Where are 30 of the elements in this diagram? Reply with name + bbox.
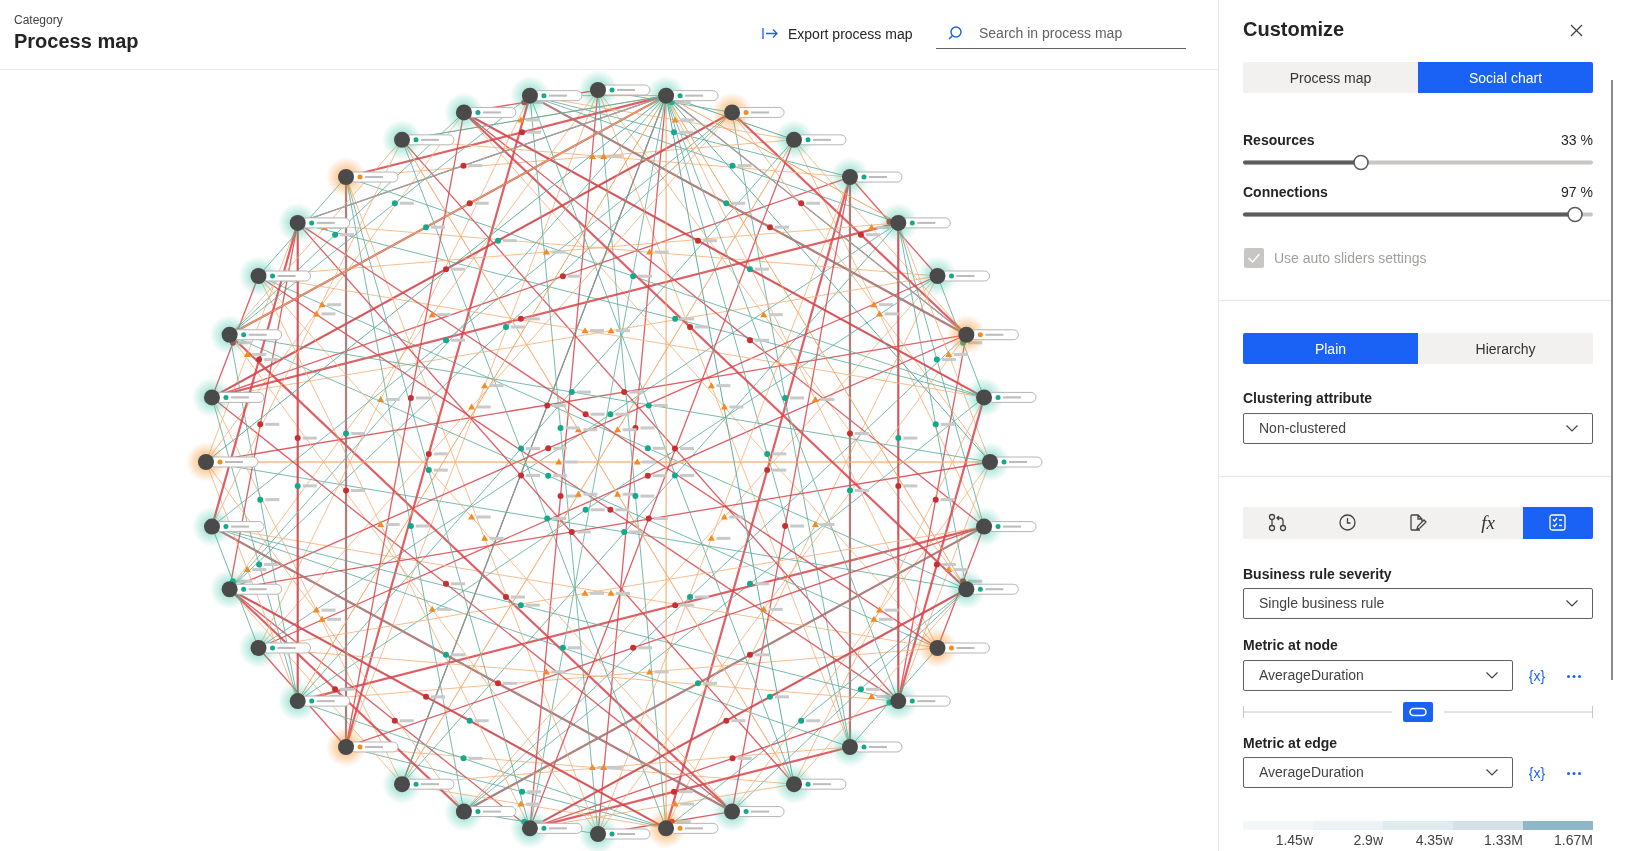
field-label: Metric at node [1243,637,1338,653]
field-label: Business rule severity [1243,566,1392,582]
slider-label: Connections [1243,184,1328,200]
tab-button: Plain [1243,333,1418,364]
variable-button: {x} [1527,666,1547,686]
checkbox-label: Use auto sliders settings [1274,250,1427,266]
scale-label: 4.35w [1415,832,1453,848]
dropdown: Non-clustered [1243,413,1593,444]
slider-value: 33 % [1561,132,1593,148]
export-button: Export process map [760,22,913,46]
panel-title: Customize [1243,18,1345,41]
tab-button: Hierarchy [1418,333,1593,364]
field-label: Clustering attribute [1243,390,1373,406]
variable-button: {x} [1527,763,1547,783]
slider-label: Resources [1243,132,1315,148]
search-field: Search in process map [936,20,1186,49]
dropdown: AverageDuration [1243,660,1513,691]
tab-button: Social chart [1418,62,1593,93]
scale-label: 2.9w [1353,832,1383,848]
scale-label: 1.67M [1554,832,1593,848]
tab-button: Process map [1243,62,1418,93]
field-label: Metric at edge [1243,735,1338,751]
scale-label: 1.33M [1484,832,1523,848]
page-title: Process map [14,30,139,53]
breadcrumb-label: Category [14,13,63,27]
dropdown: AverageDuration [1243,757,1513,788]
dropdown: Single business rule [1243,588,1593,619]
tab-button: fx [1453,507,1523,539]
scale-label: 1.45w [1275,832,1313,848]
slider-value: 97 % [1561,184,1593,200]
